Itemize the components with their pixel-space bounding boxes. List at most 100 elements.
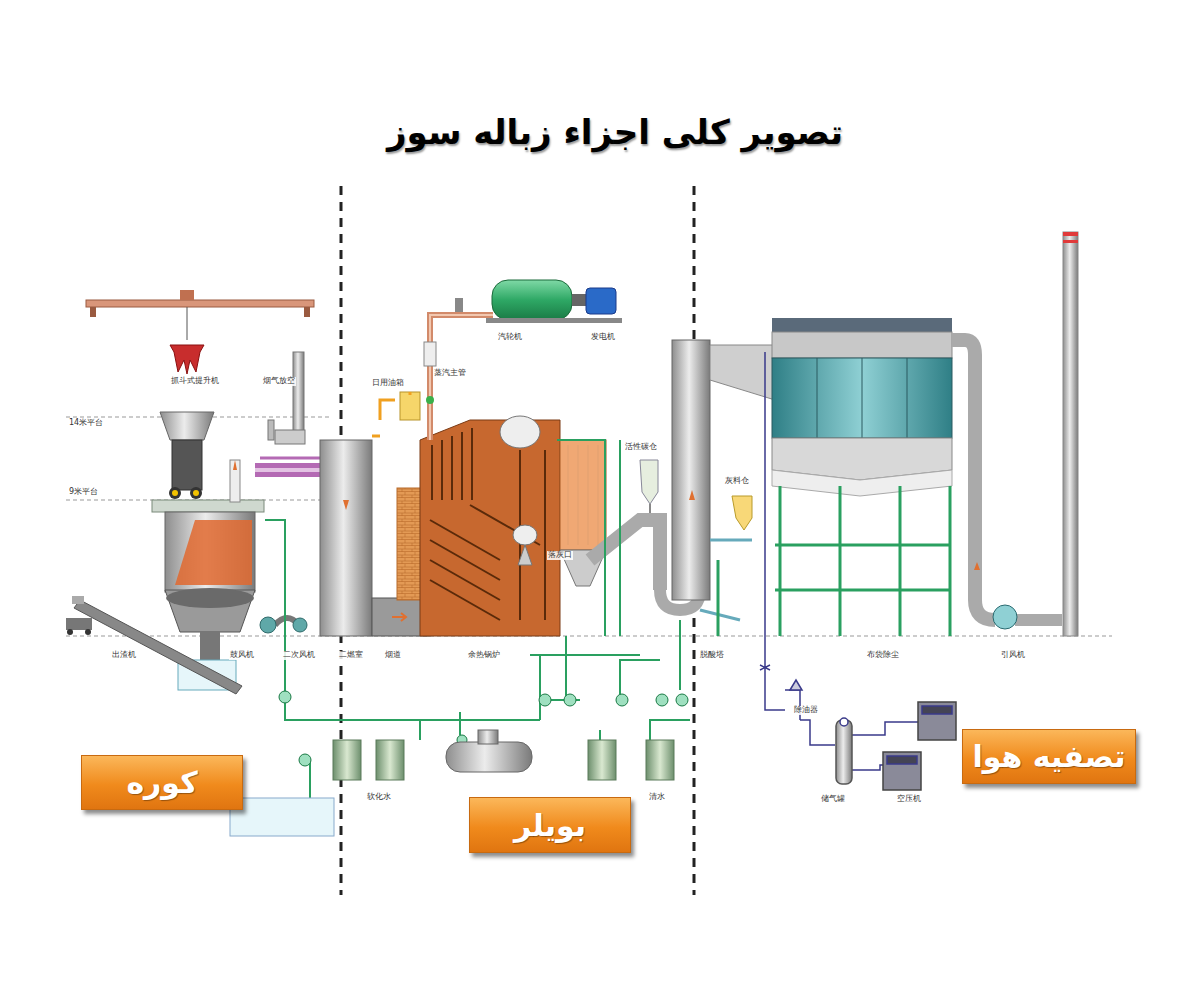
water-tank [446, 742, 532, 772]
waste-heat-boiler [578, 445, 579, 545]
ash-silo [710, 539, 752, 542]
part-label: 出渣机 [111, 651, 137, 660]
waste-heat-boiler [518, 545, 532, 565]
air-system [836, 720, 852, 784]
flue-vent [293, 352, 304, 432]
waste-heat-boiler [397, 488, 421, 600]
zone-label-box: کوره [81, 755, 243, 810]
part-label: 布袋除尘 [866, 651, 900, 660]
induced-fan-duct [974, 562, 980, 570]
furnace [233, 460, 237, 470]
bag-filter [907, 358, 908, 438]
steam-pipe [400, 392, 420, 420]
waste-heat-boiler [430, 505, 540, 620]
air-system [840, 718, 848, 726]
part-label: 空压机 [896, 795, 922, 804]
part-label: 蒸汽主管 [433, 369, 467, 378]
turbine-generator [572, 294, 586, 306]
carbon-silo [640, 460, 658, 520]
water-tank [588, 740, 616, 780]
part-label: 脱酸塔 [699, 651, 725, 660]
chimney [1063, 232, 1078, 636]
secondary-chamber [392, 613, 406, 621]
waste-heat-boiler [420, 420, 560, 636]
air-system [918, 702, 956, 740]
air-system [760, 352, 835, 745]
waste-heat-boiler [568, 445, 569, 545]
grab-crane [86, 290, 314, 374]
induced-fan-duct [952, 340, 995, 620]
air-system [883, 752, 921, 790]
zone-label: بویلر [514, 808, 586, 843]
slag-conveyor [85, 629, 91, 635]
part-label: 9米平台 [68, 488, 99, 497]
pump [539, 694, 551, 706]
flue-vent [275, 430, 305, 444]
turbine-generator [586, 288, 616, 314]
furnace [193, 490, 199, 496]
steam-pipe [430, 315, 493, 440]
secondary-chamber [320, 440, 372, 636]
part-label: 鼓风机 [229, 651, 255, 660]
furnace [152, 500, 264, 512]
part-label: 除油器 [793, 706, 819, 715]
part-label: 抓斗式提升机 [170, 377, 220, 386]
grab-crane [86, 300, 314, 307]
chimney [1063, 240, 1078, 243]
flue-duct [255, 445, 330, 470]
secondary-chamber [260, 617, 276, 633]
deacid-tower [689, 490, 695, 500]
pump [299, 754, 311, 766]
secondary-chamber [293, 618, 307, 632]
steam-pipe [372, 392, 410, 436]
grab-crane [304, 307, 310, 317]
flue-vent [268, 420, 274, 440]
waste-heat-boiler [568, 445, 598, 545]
furnace [200, 632, 220, 662]
steam-pipe [430, 315, 493, 440]
furnace [165, 512, 255, 592]
furnace [172, 440, 202, 490]
furnace [190, 487, 202, 499]
waste-heat-boiler [598, 445, 599, 545]
zone-label-box: تصفیه هوا [962, 729, 1136, 784]
furnace [160, 412, 214, 440]
waste-heat-boiler [540, 636, 560, 637]
air-system [760, 352, 956, 790]
bag-filter [718, 486, 950, 636]
part-label: 汽轮机 [497, 333, 523, 342]
flue-duct [260, 457, 322, 460]
furnace [175, 520, 252, 585]
flue-connector [590, 520, 660, 590]
water-piping [557, 440, 620, 636]
air-system [922, 706, 952, 714]
zone-label: کوره [126, 765, 197, 800]
waste-heat-boiler [560, 440, 606, 550]
chimney [1063, 232, 1078, 236]
ash-silo [710, 496, 752, 540]
furnace [230, 460, 240, 502]
grab-crane [187, 307, 188, 340]
furnace [166, 588, 254, 608]
part-label: 清水 [648, 793, 666, 802]
grab-crane [90, 307, 96, 317]
water-piping [265, 440, 690, 830]
bag-filter [772, 318, 952, 332]
part-label: 余热锅炉 [467, 651, 501, 660]
furnace [169, 487, 181, 499]
slag-conveyor [67, 629, 73, 635]
turbine-generator [486, 318, 622, 323]
waste-heat-boiler [397, 416, 606, 636]
part-label: 引风机 [1000, 651, 1026, 660]
pump [279, 691, 291, 703]
steam-pipe [424, 342, 436, 366]
steam-pipe [426, 396, 434, 404]
bag-filter [772, 470, 952, 496]
part-label: 烟气放空 [262, 377, 296, 386]
flue-duct [255, 445, 330, 470]
water-tank [333, 740, 361, 780]
waste-heat-boiler [513, 525, 537, 545]
part-label: 二次风机 [282, 651, 316, 660]
furnace [172, 490, 178, 496]
